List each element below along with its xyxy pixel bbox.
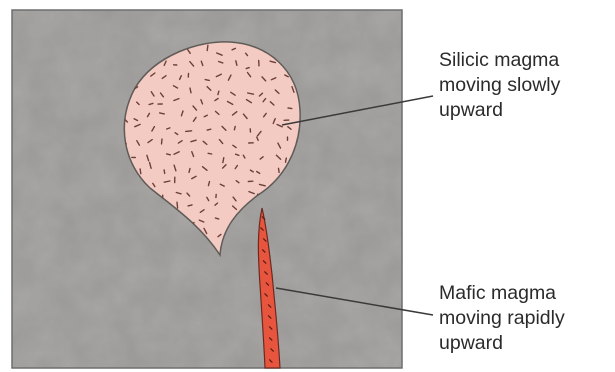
- silicic-crystal-mark: [167, 154, 171, 155]
- silicic-label-line-3: upward: [439, 98, 560, 123]
- silicic-crystal-mark: [188, 205, 192, 206]
- silicic-crystal-mark: [208, 153, 212, 154]
- silicic-magma-label: Silicic magma moving slowly upward: [439, 48, 560, 123]
- silicic-crystal-mark: [160, 113, 165, 114]
- silicic-label-line-1: Silicic magma: [439, 48, 560, 73]
- silicic-crystal-mark: [140, 169, 141, 174]
- silicic-crystal-mark: [207, 45, 208, 50]
- mafic-magma-label: Mafic magma moving rapidly upward: [439, 281, 565, 356]
- silicic-crystal-mark: [279, 168, 280, 172]
- silicic-crystal-mark: [288, 108, 292, 109]
- silicic-crystal-mark: [207, 129, 211, 130]
- silicic-crystal-mark: [218, 91, 219, 94]
- silicic-crystal-mark: [177, 202, 178, 208]
- mafic-label-line-3: upward: [439, 331, 565, 356]
- silicic-crystal-mark: [205, 80, 209, 81]
- silicic-label-line-2: moving slowly: [439, 73, 560, 98]
- silicic-crystal-mark: [190, 88, 191, 93]
- silicic-crystal-mark: [189, 169, 190, 173]
- silicic-crystal-mark: [234, 126, 235, 129]
- silicic-crystal-mark: [164, 170, 165, 174]
- mafic-label-line-2: moving rapidly: [439, 306, 565, 331]
- silicic-crystal-mark: [215, 218, 218, 219]
- silicic-crystal-mark: [162, 139, 163, 144]
- silicic-crystal-mark: [186, 131, 192, 132]
- mafic-label-line-1: Mafic magma: [439, 281, 565, 306]
- silicic-crystal-mark: [286, 158, 287, 162]
- silicic-crystal-mark: [246, 68, 249, 69]
- silicic-crystal-mark: [223, 158, 224, 163]
